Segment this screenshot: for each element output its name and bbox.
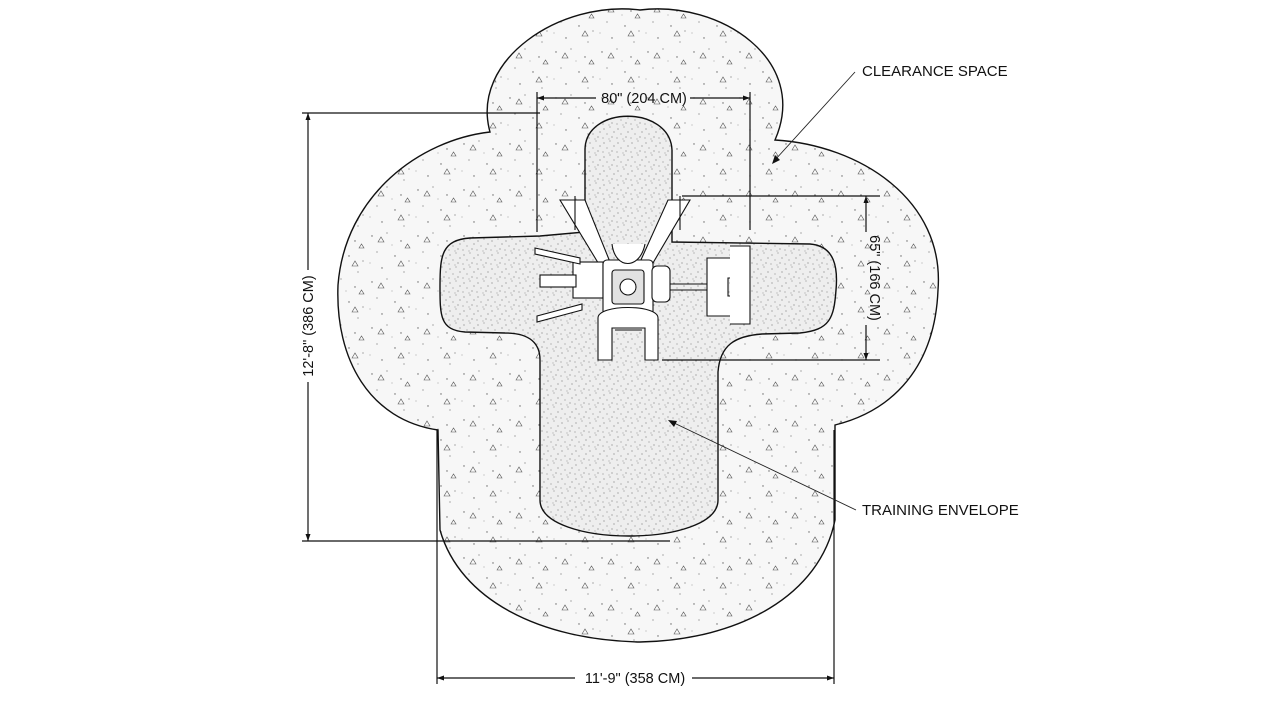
dimension-left-label: 12'-8" (386 CM) (301, 275, 317, 376)
dimension-left: 12'-8" (386 CM) (301, 112, 670, 542)
dimension-right-label: 65" (166 CM) (866, 235, 882, 321)
callout-clearance: CLEARANCE SPACE (772, 63, 1008, 164)
callout-envelope-label: TRAINING ENVELOPE (862, 502, 1019, 519)
dimension-right: 65" (166 CM) (662, 195, 882, 361)
dimension-bottom-label: 11'-9" (358 CM) (585, 671, 685, 687)
equipment-plan (534, 196, 751, 361)
callout-envelope: TRAINING ENVELOPE (668, 420, 1019, 519)
dimension-bottom: 11'-9" (358 CM) (436, 430, 835, 687)
callout-clearance-label: CLEARANCE SPACE (862, 63, 1008, 80)
dimension-top: 80" (204 CM) (536, 91, 751, 232)
dimension-top-label: 80" (204 CM) (601, 91, 687, 107)
